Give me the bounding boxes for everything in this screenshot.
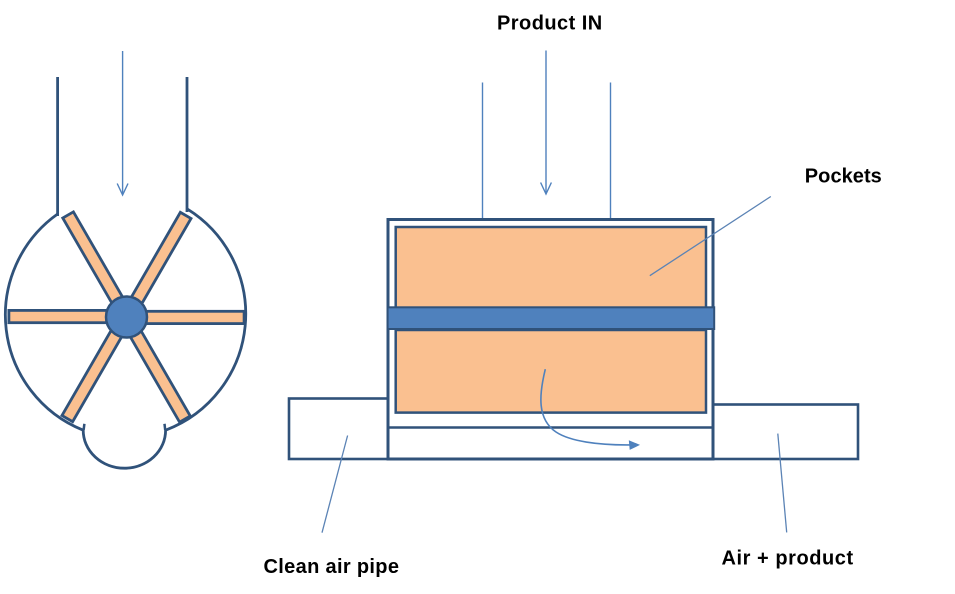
svg-text:Product IN: Product IN (497, 13, 603, 35)
svg-text:Air + product: Air + product (722, 547, 854, 569)
svg-text:Clean air pipe: Clean air pipe (264, 556, 400, 578)
svg-text:Pockets: Pockets (805, 166, 882, 188)
